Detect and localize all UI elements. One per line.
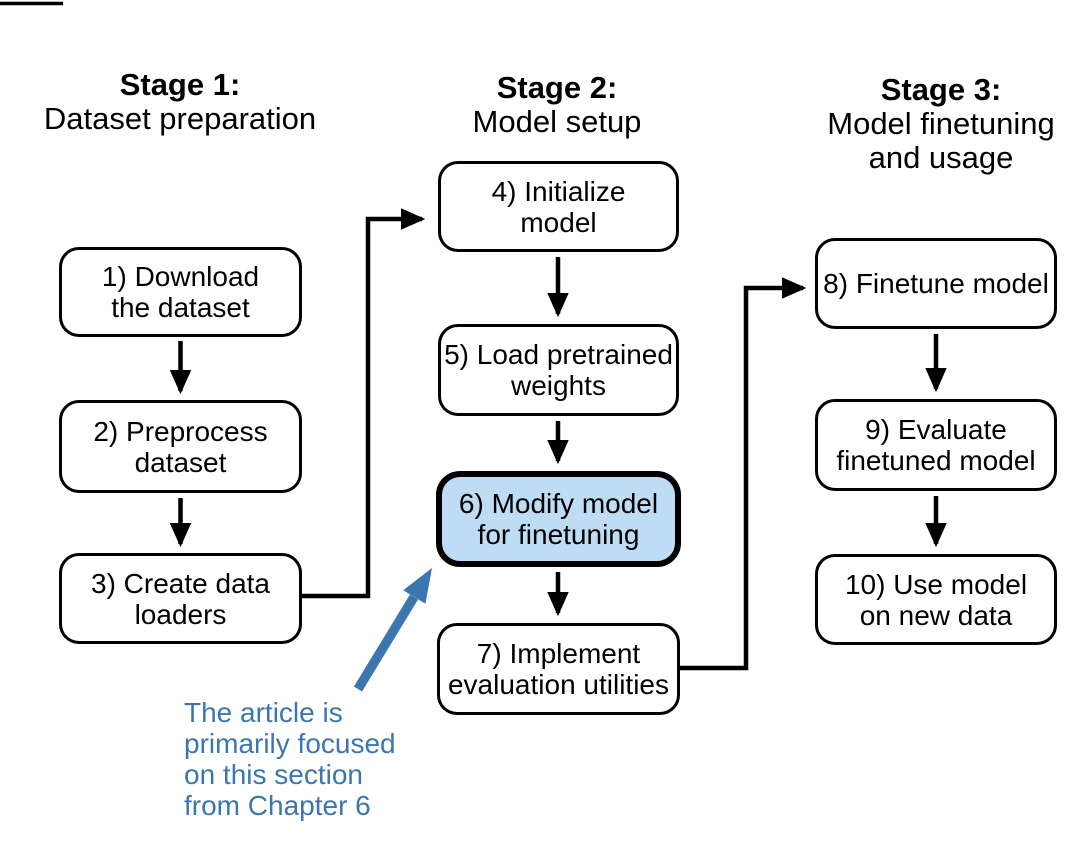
step-10-use-model-on-new-data: 10) Use model on new data — [815, 554, 1057, 645]
stage-1-title: Stage 1: — [119, 67, 241, 102]
step-2-preprocess-dataset: 2) Preprocess dataset — [59, 400, 302, 493]
stage-3-subtitle: Model finetuning and usage — [827, 106, 1055, 175]
focus-arrow — [353, 568, 432, 692]
step-6-modify-model-for-finetuning: 6) Modify model for finetuning — [436, 471, 681, 567]
step-8-finetune-model: 8) Finetune model — [815, 238, 1057, 329]
step-9-evaluate-finetuned-model: 9) Evaluate finetuned model — [815, 399, 1057, 491]
focus-arrow-head — [403, 568, 432, 604]
stage-3-title: Stage 3: — [880, 72, 1002, 107]
focus-annotation: The article is primarily focused on this… — [184, 697, 396, 821]
stage-1-header: Stage 1: Dataset preparation — [20, 68, 340, 136]
step-1-download-dataset: 1) Download the dataset — [59, 247, 302, 337]
stage-2-header: Stage 2: Model setup — [397, 71, 717, 139]
stage-2-subtitle: Model setup — [472, 104, 642, 139]
stage-2-title: Stage 2: — [496, 70, 618, 105]
connector-step7-step8 — [679, 277, 807, 671]
focus-arrow-stem — [353, 594, 419, 692]
stage-1-subtitle: Dataset preparation — [43, 101, 317, 136]
step-5-load-pretrained-weights: 5) Load pretrained weights — [438, 324, 679, 416]
connector-step3-step4 — [300, 208, 426, 599]
step-7-implement-evaluation-utilities: 7) Implement evaluation utilities — [437, 623, 680, 715]
step-4-initialize-model: 4) Initialize model — [438, 161, 679, 252]
step-3-create-data-loaders: 3) Create data loaders — [59, 553, 302, 644]
stage-3-header: Stage 3: Model finetuning and usage — [781, 73, 1080, 175]
